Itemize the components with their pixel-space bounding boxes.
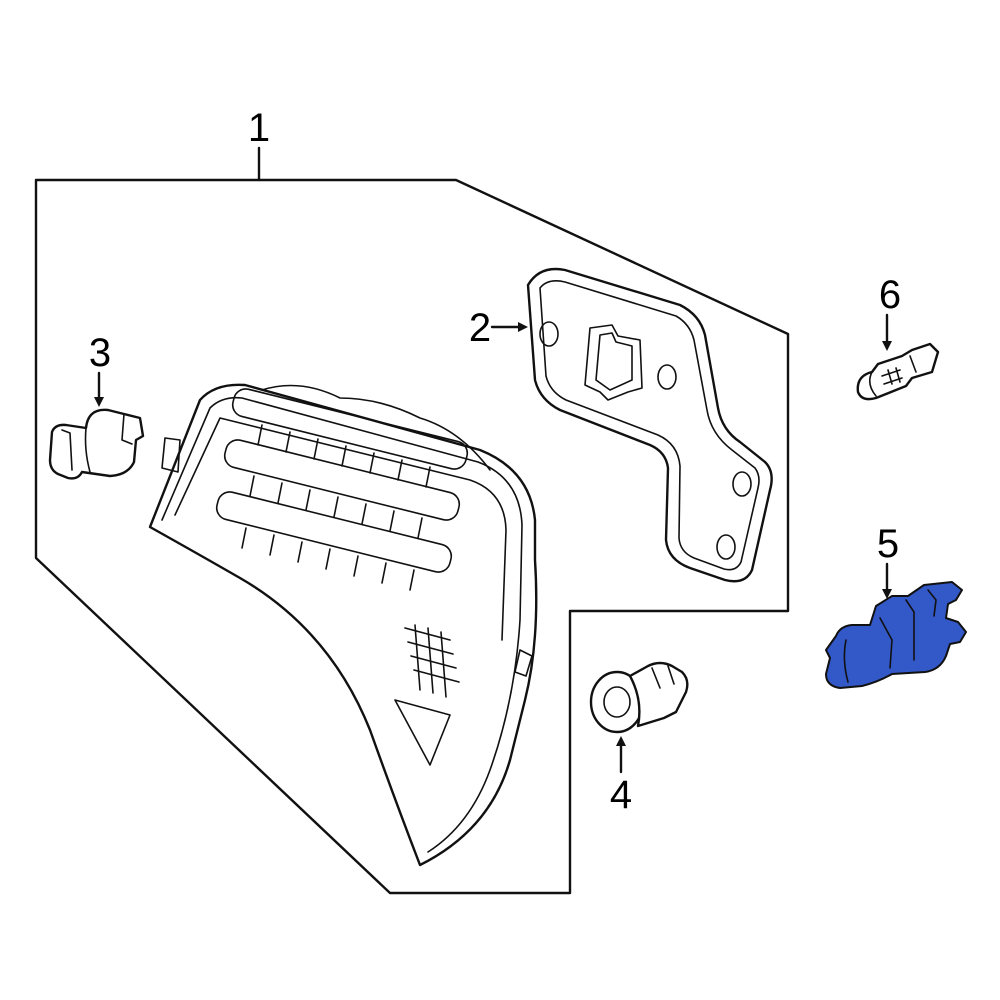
part-2-gasket[interactable] [526,267,773,583]
callout-1: 1 [248,106,270,150]
callout-5: 5 [877,522,899,566]
part-6-bulb[interactable] [856,342,940,401]
part-1-tail-lamp[interactable] [148,383,538,867]
leader-arrows [94,313,892,774]
callout-3: 3 [89,331,111,375]
assembly-outline [34,146,790,895]
callout-6: 6 [879,273,901,317]
part-4-grommet[interactable] [589,661,689,734]
callout-2: 2 [469,306,491,350]
part-5-socket-highlighted[interactable] [825,581,967,689]
part-3-socket[interactable] [48,408,145,480]
callout-4: 4 [610,773,632,817]
